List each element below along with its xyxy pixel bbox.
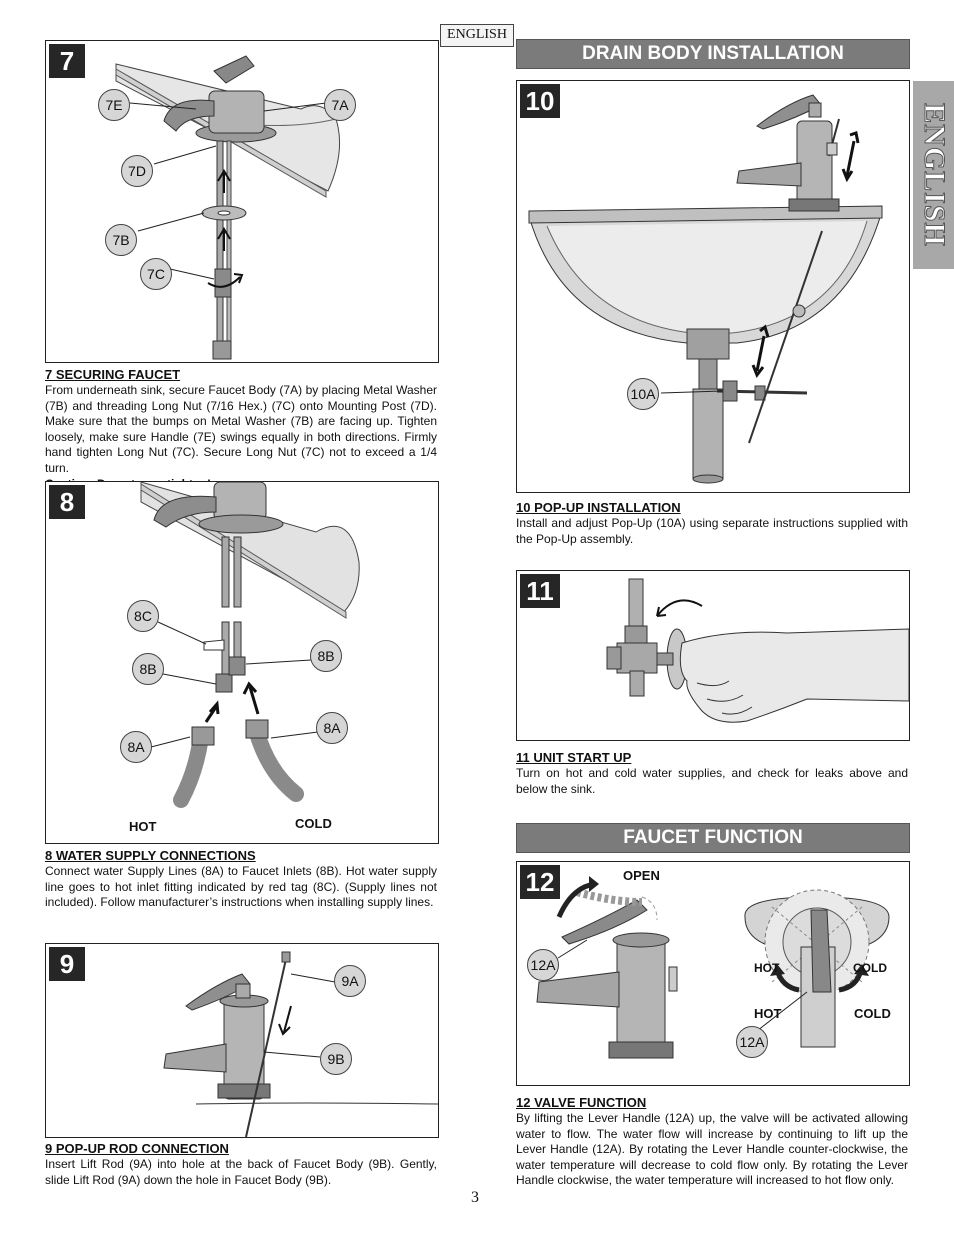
hot-label-12: HOT [754, 1006, 782, 1021]
cold-label-12: COLD [854, 1006, 891, 1021]
callout-10a: 10A [627, 378, 659, 410]
step10-number: 10 [520, 84, 560, 118]
step8-figure: 8 8C 8B 8B 8A 8A HOT COLD [45, 481, 439, 844]
step11-number: 11 [520, 574, 560, 608]
callout-7b: 7B [105, 224, 137, 256]
step8-title: 8 WATER SUPPLY CONNECTIONS [45, 848, 256, 863]
callout-8c: 8C [127, 600, 159, 632]
hot-label: HOT [129, 819, 157, 834]
cold-label: COLD [295, 816, 332, 831]
callout-9a: 9A [334, 965, 366, 997]
callout-7c: 7C [140, 258, 172, 290]
step10-figure: 10 10A [516, 80, 910, 493]
step8-illustration [140, 482, 360, 808]
step8-number: 8 [49, 485, 85, 519]
step9-figure: 9 9A 9B [45, 943, 439, 1138]
step11-text: Turn on hot and cold water supplies, and… [516, 766, 908, 796]
step11-title: 11 UNIT START UP [516, 750, 632, 765]
step7-title: 7 SECURING FAUCET [45, 367, 181, 382]
callout-7e: 7E [98, 89, 130, 121]
callout-7a: 7A [324, 89, 356, 121]
cold-inner-label: COLD [853, 961, 887, 975]
callout-9b: 9B [320, 1043, 352, 1075]
callout-7d: 7D [121, 155, 153, 187]
step10-text: Install and adjust Pop-Up (10A) using se… [516, 516, 908, 546]
step12-number: 12 [520, 865, 560, 899]
step7-figure: 7 7E 7A 7D 7B 7C [45, 40, 439, 363]
step12-illustration [536, 876, 890, 1059]
faucet-function-header: FAUCET FUNCTION [516, 823, 910, 853]
step11-illustration [606, 578, 909, 723]
step9-title: 9 POP-UP ROD CONNECTION [45, 1141, 229, 1156]
callout-12a-right: 12A [736, 1026, 768, 1058]
step12-title: 12 VALVE FUNCTION [516, 1095, 647, 1110]
step11-figure: 11 [516, 570, 910, 741]
language-tab: ENGLISH [440, 24, 514, 47]
step7-illustration [115, 55, 341, 360]
side-tab-label: ENGLISH [917, 103, 951, 248]
step12-text: By lifting the Lever Handle (12A) up, th… [516, 1111, 908, 1188]
step9-text: Insert Lift Rod (9A) into hole at the ba… [45, 1157, 437, 1187]
drain-body-installation-header: DRAIN BODY INSTALLATION [516, 39, 910, 69]
callout-8a-left: 8A [120, 731, 152, 763]
open-label: OPEN [623, 868, 660, 883]
step9-number: 9 [49, 947, 85, 981]
step10-title: 10 POP-UP INSTALLATION [516, 500, 681, 515]
callout-8b-right: 8B [310, 640, 342, 672]
step8-text: Connect water Supply Lines (8A) to Fauce… [45, 864, 437, 910]
step7-text: From underneath sink, secure Faucet Body… [45, 383, 437, 492]
callout-12a-left: 12A [527, 949, 559, 981]
side-language-tab: ENGLISH [913, 81, 954, 269]
callout-8a-right: 8A [316, 712, 348, 744]
step7-number: 7 [49, 44, 85, 78]
step7-paragraph: From underneath sink, secure Faucet Body… [45, 383, 437, 475]
step10-illustration [528, 94, 883, 484]
callout-8b-left: 8B [132, 653, 164, 685]
step12-figure: 12 OPEN 12A HOT COLD HOT COLD 12A [516, 861, 910, 1086]
step9-illustration [163, 951, 438, 1137]
page-number: 3 [471, 1189, 479, 1206]
hot-inner-label: HOT [754, 961, 780, 975]
